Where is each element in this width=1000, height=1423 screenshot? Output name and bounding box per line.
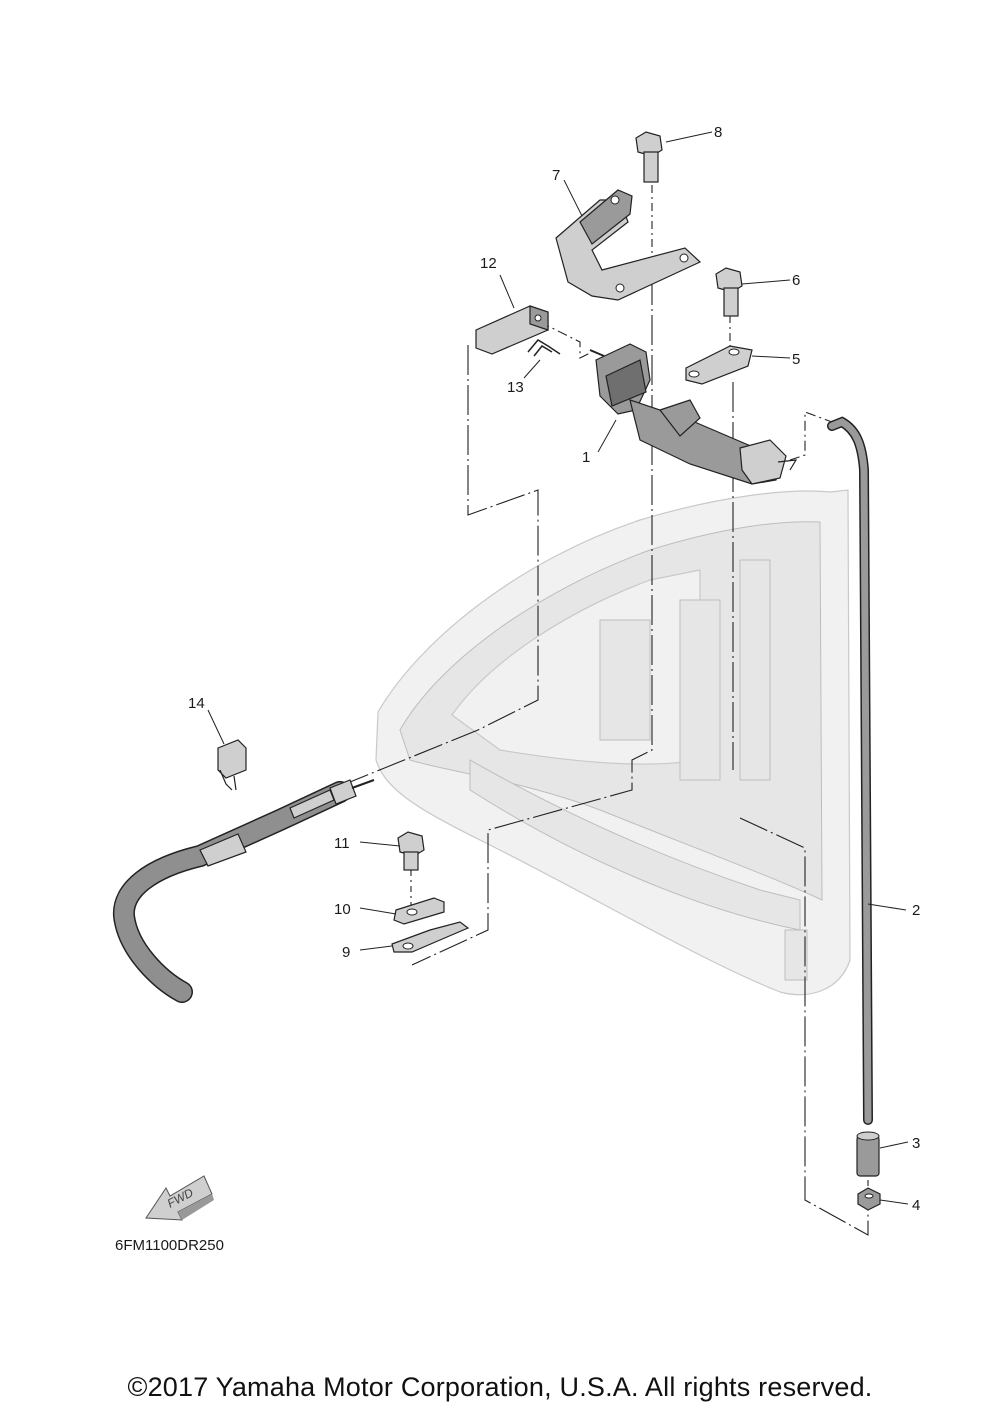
part-4-nut (857, 1187, 881, 1211)
callout-4: 4 (912, 1197, 920, 1214)
part-8-bolt (635, 131, 663, 183)
fwd-arrow: FWD (145, 1175, 214, 1221)
callout-3: 3 (912, 1135, 920, 1152)
copyright-notice: ©2017 Yamaha Motor Corporation, U.S.A. A… (127, 1372, 873, 1402)
leader-lines (207, 131, 909, 1205)
part-2-rod (827, 416, 873, 1125)
diagram-code: 6FM1100DR250 (115, 1237, 224, 1254)
part-5-plate (685, 345, 753, 385)
part-9-plate (391, 921, 470, 953)
callout-2: 2 (912, 902, 920, 919)
callout-11: 11 (334, 835, 350, 852)
part-11-bolt (397, 831, 425, 871)
part-3-sleeve (856, 1131, 880, 1177)
callout-labels: 1 2 3 4 5 6 7 8 9 10 11 12 13 14 (188, 124, 920, 1214)
bottom-cowling-ghost (375, 489, 851, 996)
callout-13: 13 (507, 379, 524, 396)
callout-7: 7 (552, 167, 560, 184)
part-7-bracket (555, 189, 702, 301)
callout-1: 1 (582, 449, 590, 466)
part-6-bolt (715, 267, 743, 317)
callout-6: 6 (792, 272, 800, 289)
part-12-block (475, 305, 549, 355)
callout-5: 5 (792, 351, 800, 368)
callout-8: 8 (714, 124, 722, 141)
part-10-plate (393, 897, 445, 925)
callout-9: 9 (342, 944, 350, 961)
callout-10: 10 (334, 901, 351, 918)
part-14-clip (217, 739, 247, 791)
callout-14: 14 (188, 695, 205, 712)
part-13-clip (527, 339, 561, 357)
part-1-shift-assembly (589, 343, 798, 485)
shift-cable (112, 779, 375, 1003)
callout-12: 12 (480, 255, 497, 272)
